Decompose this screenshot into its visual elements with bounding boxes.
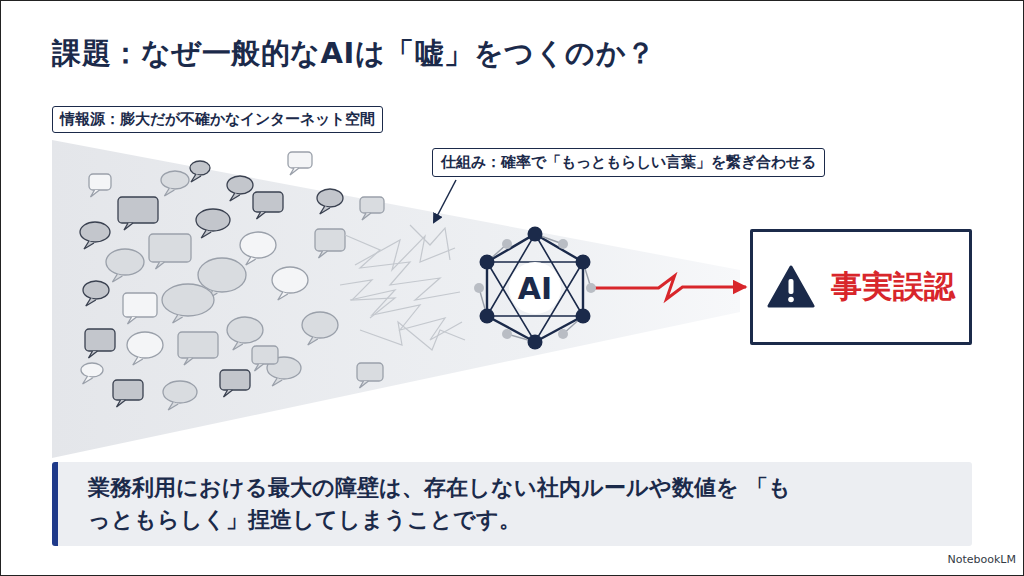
slide-title: 課題：なぜ一般的なAIは「嘘」をつくのか？ [52, 34, 656, 74]
leader-line [434, 180, 456, 222]
node-text: 情報源：膨大だが不確かなインターネット空間 [60, 110, 375, 129]
ai-network-node: AI [473, 226, 597, 350]
node-text: AI [516, 271, 554, 306]
speech-bubbles [80, 152, 384, 410]
node-text: 事実誤認 [831, 266, 955, 308]
node-text: 仕組み：確率で「もっともらしい言葉」を繋ぎ合わせる [441, 153, 816, 172]
tangled-lines [340, 225, 465, 350]
funnel-shape [52, 140, 740, 458]
node-text: 業務利用における最大の障壁は、存在しない社内ルールや数値を 「もっともらしく」捏… [88, 472, 808, 537]
mechanism-callout-box: 仕組み：確率で「もっともらしい言葉」を繋ぎ合わせる [432, 148, 825, 177]
error-arrow [595, 276, 746, 299]
watermark: NotebookLM [948, 553, 1016, 566]
conclusion-band: 業務利用における最大の障壁は、存在しない社内ルールや数値を 「もっともらしく」捏… [52, 462, 972, 546]
error-result-box: 事実誤認 [750, 229, 972, 345]
warning-icon [767, 265, 815, 309]
source-label-box: 情報源：膨大だが不確かなインターネット空間 [52, 106, 383, 133]
